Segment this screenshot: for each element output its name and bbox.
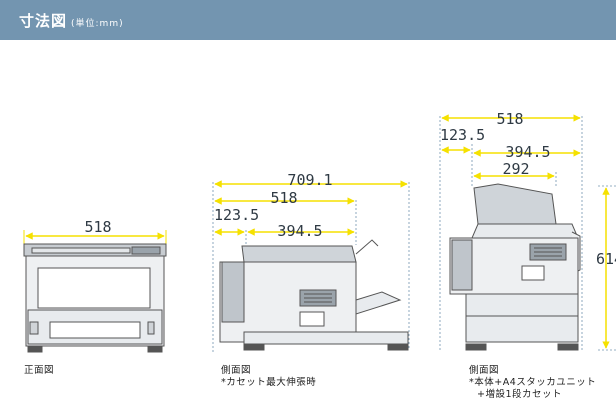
side1-front-dimension: 123.5 xyxy=(214,206,259,236)
page-title-text: 寸法図 xyxy=(19,12,68,30)
side1-body-dimension: 518 xyxy=(214,189,355,207)
side2-rear-dimension: 394.5 xyxy=(473,143,581,161)
side2-front-label: 123.5 xyxy=(440,126,485,144)
side-view-2-note: *本体+A4スタッカユニット xyxy=(469,377,597,388)
side1-dimension-guides xyxy=(212,182,410,352)
side2-stacker-label: 292 xyxy=(502,160,529,178)
page-title: 寸法図(単位:mm) xyxy=(19,10,124,31)
side2-body-label: 518 xyxy=(496,110,523,128)
side1-front-label: 123.5 xyxy=(214,206,259,224)
front-printer-illustration xyxy=(23,243,167,353)
side1-overall-label: 709.1 xyxy=(287,171,332,189)
side-view-2: 518 123.5 394.5 292 614 xyxy=(439,110,616,352)
side-view-1-note: *カセット最大伸張時 xyxy=(221,377,317,388)
side2-front-dimension: 123.5 xyxy=(440,126,485,154)
side2-dimension-guides xyxy=(439,116,616,352)
side2-height-label: 614 xyxy=(596,250,616,268)
unit-note: (単位:mm) xyxy=(71,19,124,29)
side-view-2-caption: 側面図 xyxy=(469,365,500,376)
side1-rear-dimension: 394.5 xyxy=(247,222,355,240)
side2-body-dimension: 518 xyxy=(441,110,581,128)
side-view-2-note-2: +増設1段カセット xyxy=(477,389,563,400)
side2-height-dimension: 614 xyxy=(596,187,616,349)
side2-rear-label: 394.5 xyxy=(505,143,550,161)
side2-printer-illustration xyxy=(449,183,581,351)
front-width-dimension: 518 xyxy=(23,218,167,244)
side2-stacker-dimension: 292 xyxy=(473,160,555,180)
side1-body-label: 518 xyxy=(270,189,297,207)
side1-printer-illustration xyxy=(219,239,409,351)
front-view: 518 xyxy=(23,218,167,353)
header-bar: 寸法図(単位:mm) xyxy=(0,0,616,40)
side1-overall-dimension: 709.1 xyxy=(214,171,408,189)
front-view-caption: 正面図 xyxy=(24,365,55,376)
side1-rear-label: 394.5 xyxy=(277,222,322,240)
side-view-1-caption: 側面図 xyxy=(221,365,252,376)
front-width-label: 518 xyxy=(84,218,111,236)
side-view-1: 709.1 518 123.5 394.5 xyxy=(212,171,410,352)
